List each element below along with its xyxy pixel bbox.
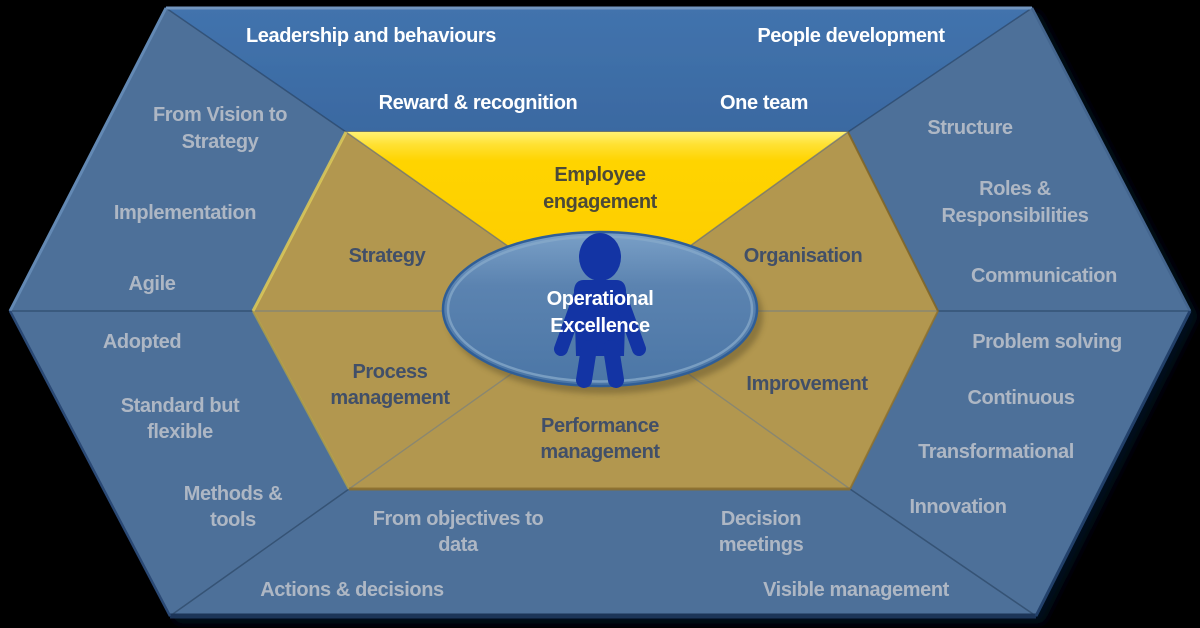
label-objectives-line2: data (438, 534, 479, 556)
label-process-line1: Process (352, 361, 427, 383)
label-innovation: Innovation (909, 496, 1006, 518)
label-actions-decisions: Actions & decisions (260, 579, 444, 601)
inner-labels: Strategy Organisation Process management… (330, 245, 868, 463)
label-standard-line2: flexible (147, 421, 213, 443)
person-icon (554, 233, 646, 388)
label-employee-line1: Employee (554, 164, 646, 186)
outer-bevel-edges (8, 6, 1192, 619)
label-improvement: Improvement (746, 373, 868, 395)
label-structure: Structure (927, 117, 1013, 139)
label-continuous: Continuous (967, 387, 1074, 409)
label-reward-recognition: Reward & recognition (379, 92, 578, 114)
label-operational: Operational (547, 288, 654, 310)
label-communication: Communication (971, 265, 1117, 287)
section-leadership-panel (166, 8, 1032, 132)
label-organisation: Organisation (744, 245, 863, 267)
label-from-vision-line2: Strategy (182, 131, 260, 153)
label-excellence: Excellence (550, 315, 650, 337)
section-employee-engagement (346, 132, 848, 311)
label-agile: Agile (129, 273, 176, 295)
employee-engagement-label: Employee engagement (543, 164, 658, 213)
label-methods-line1: Methods & (184, 483, 283, 505)
label-performance-line1: Performance (541, 415, 659, 437)
label-performance-line2: management (540, 441, 660, 463)
label-visible-management: Visible management (763, 579, 950, 601)
top-labels: Leadership and behaviours People develop… (246, 25, 946, 114)
center-label: Operational Excellence (547, 288, 654, 337)
label-process-line2: management (330, 387, 450, 409)
label-decision-line1: Decision (721, 508, 801, 530)
label-roles-line2: Responsibilities (942, 205, 1089, 227)
label-transformational: Transformational (918, 441, 1074, 463)
inner-bevel-edges (251, 131, 939, 491)
label-objectives-line1: From objectives to (373, 508, 544, 530)
label-adopted: Adopted (103, 331, 181, 353)
label-people-development: People development (757, 25, 945, 47)
label-methods-line2: tools (210, 509, 256, 531)
outer-labels: From Vision to Strategy Implementation A… (103, 104, 1122, 601)
label-standard-line1: Standard but (121, 395, 240, 417)
label-problem-solving: Problem solving (972, 331, 1122, 353)
label-roles-line1: Roles & (979, 178, 1051, 200)
label-strategy: Strategy (349, 245, 427, 267)
label-implementation: Implementation (114, 202, 256, 224)
label-employee-line2: engagement (543, 191, 658, 213)
label-one-team: One team (720, 92, 808, 114)
label-from-vision-line1: From Vision to (153, 104, 287, 126)
label-decision-line2: meetings (719, 534, 804, 556)
label-leadership-behaviours: Leadership and behaviours (246, 25, 496, 47)
outer-section-dividers (10, 7, 1190, 617)
